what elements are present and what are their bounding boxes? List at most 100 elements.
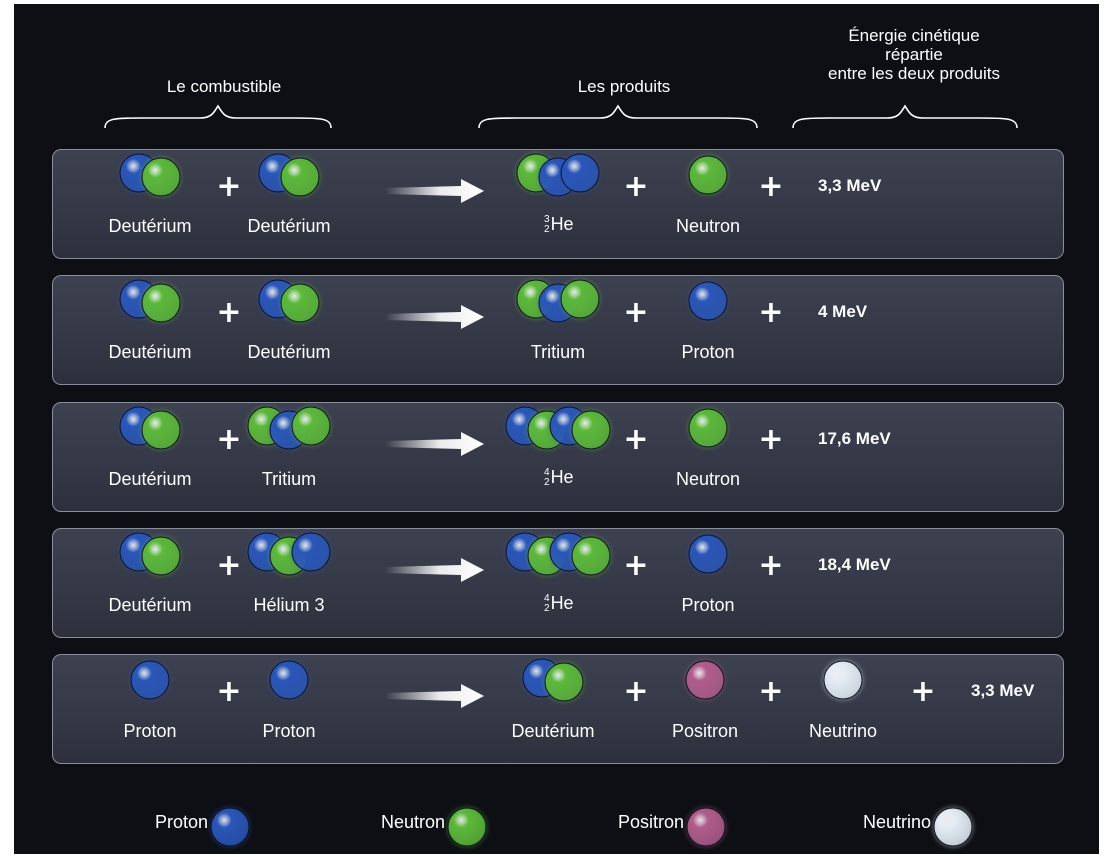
reaction-arrow-icon xyxy=(385,684,484,708)
input-2-particles xyxy=(254,150,324,205)
energy-value: 17,6 MeV xyxy=(818,429,891,448)
mass-number: 3 xyxy=(544,213,550,225)
proton-sphere xyxy=(291,532,331,572)
neutron-sphere xyxy=(141,410,181,450)
proton-sphere xyxy=(269,660,309,700)
energy-value: 4 MeV xyxy=(818,302,868,321)
reaction-arrow-icon xyxy=(385,432,484,456)
input-2-particles xyxy=(254,276,324,331)
proton-sphere xyxy=(130,660,170,700)
output-2-particles xyxy=(684,150,732,205)
header-energy-line-1: Énergie cinétique xyxy=(848,26,980,45)
proton-sphere xyxy=(688,281,728,321)
input-1-label: Deutérium xyxy=(108,469,192,489)
output-1-label: Deutérium xyxy=(511,721,595,741)
input-2-glyph xyxy=(258,153,320,197)
legend-label: Neutrino xyxy=(862,812,931,832)
output-1-particles xyxy=(518,655,588,710)
plus-sign: + xyxy=(216,548,242,583)
header-products: Les produits xyxy=(577,77,671,96)
input-2-label: Deutérium xyxy=(247,342,331,362)
reaction-arrow-icon xyxy=(385,558,484,582)
output-1-particles xyxy=(501,403,615,458)
input-2-label: Deutérium xyxy=(247,216,331,236)
input-1-glyph xyxy=(119,532,181,576)
proton-sphere xyxy=(210,807,250,847)
proton-sphere xyxy=(688,534,728,574)
output-3-glyph xyxy=(823,660,863,700)
output-1-label: Tritium xyxy=(530,342,586,362)
output-1-glyph xyxy=(516,153,600,197)
energy-value: 3,3 MeV xyxy=(971,681,1035,700)
energy-value: 3,3 MeV xyxy=(818,176,882,195)
brace-products xyxy=(478,104,758,129)
positron-sphere xyxy=(685,660,725,700)
header-energy-line-3: entre les deux produits xyxy=(828,64,1000,83)
input-1-glyph xyxy=(119,406,181,450)
legend-item-positron: Positron xyxy=(14,802,1099,847)
output-2-label: Proton xyxy=(681,342,735,362)
input-1-glyph xyxy=(119,279,181,323)
output-1-particles xyxy=(512,150,604,205)
reaction-arrow xyxy=(385,557,485,588)
element-symbol: He xyxy=(550,214,574,234)
neutron-sphere xyxy=(447,807,487,847)
neutron-sphere xyxy=(280,283,320,323)
reaction-arrow xyxy=(385,683,485,714)
input-1-particles xyxy=(115,276,185,331)
neutrino-legend-icon xyxy=(933,807,973,847)
input-2-glyph xyxy=(247,406,331,450)
plus-sign: + xyxy=(623,674,649,709)
output-1-glyph xyxy=(505,532,611,576)
input-2-glyph xyxy=(269,660,309,700)
brace-fuel xyxy=(104,104,332,129)
plus-sign: + xyxy=(216,295,242,330)
positron-sphere xyxy=(686,807,726,847)
atomic-number: 2 xyxy=(544,223,550,235)
neutron-sphere xyxy=(560,279,600,319)
neutron-sphere xyxy=(688,408,728,448)
reaction-arrow-icon xyxy=(385,305,484,329)
reaction-arrow xyxy=(385,431,485,462)
input-2-particles xyxy=(243,529,335,584)
input-1-particles xyxy=(126,655,174,710)
output-2-particles xyxy=(684,529,732,584)
reaction-arrow-icon xyxy=(385,179,484,203)
input-1-label: Deutérium xyxy=(108,595,192,615)
plus-sign: + xyxy=(216,169,242,204)
output-3-particles xyxy=(819,655,867,710)
fusion-reactions-diagram: Le combustible Les produits Énergie ciné… xyxy=(14,4,1099,854)
input-1-label: Proton xyxy=(123,721,177,741)
plus-sign: + xyxy=(623,295,649,330)
reaction-arrow xyxy=(385,304,485,335)
header-fuel: Le combustible xyxy=(166,77,282,96)
output-2-particles xyxy=(684,403,732,458)
reaction-arrow xyxy=(385,178,485,209)
output-2-glyph xyxy=(688,408,728,448)
output-2-glyph xyxy=(688,155,728,195)
plus-sign: + xyxy=(623,169,649,204)
output-2-label: Positron xyxy=(671,721,739,741)
output-1-glyph xyxy=(516,279,600,323)
plus-sign: + xyxy=(623,548,649,583)
input-1-particles xyxy=(115,403,185,458)
legend-item-neutrino: Neutrino xyxy=(14,802,1099,847)
header-energy-line-2: répartie xyxy=(885,45,943,64)
plus-sign: + xyxy=(910,674,936,709)
output-2-label: Proton xyxy=(681,595,735,615)
input-2-label: Hélium 3 xyxy=(253,595,325,615)
input-1-label: Deutérium xyxy=(108,216,192,236)
neutron-sphere xyxy=(141,283,181,323)
plus-sign: + xyxy=(623,422,649,457)
output-1-glyph xyxy=(522,658,584,702)
neutron-sphere xyxy=(544,662,584,702)
